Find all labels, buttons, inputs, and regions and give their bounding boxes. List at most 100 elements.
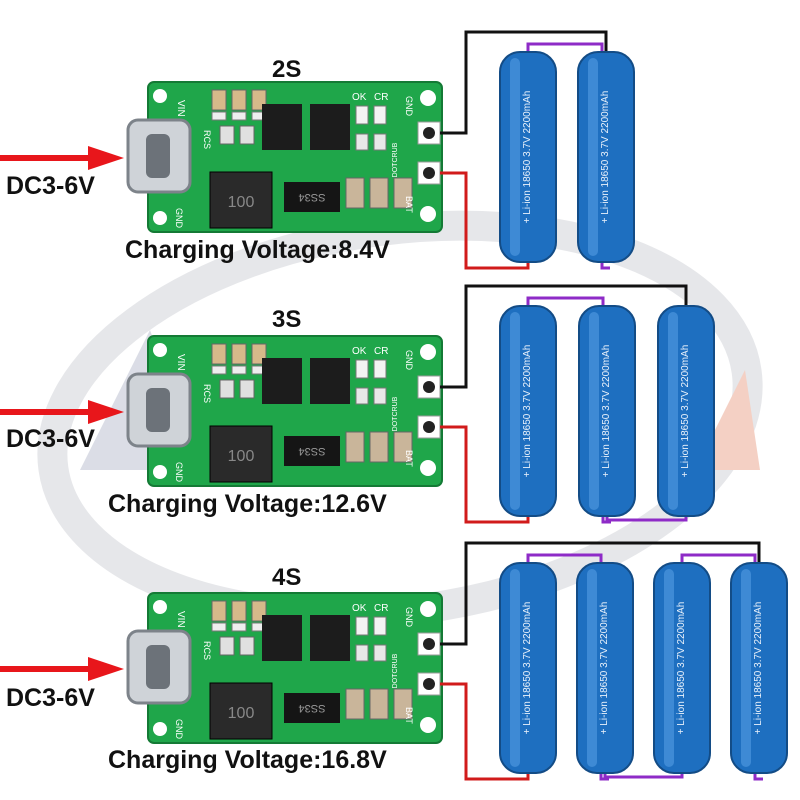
input-arrow-head <box>88 400 124 424</box>
silk-ok: OK <box>352 603 367 614</box>
charging-voltage-label-4s: Charging Voltage:16.8V <box>108 746 387 774</box>
battery-highlight <box>588 58 598 256</box>
mount-hole <box>153 722 167 736</box>
silk-bat: BAT <box>404 450 414 467</box>
silk-code: DOTCRUB <box>392 142 399 177</box>
resistor <box>239 125 255 145</box>
battery-highlight <box>664 569 674 767</box>
usb-c-slot <box>146 388 170 432</box>
battery-label: + Li-ion 18650 3.7V 2200mAh <box>599 602 610 735</box>
battery-label: + Li-ion 18650 3.7V 2200mAh <box>522 602 533 735</box>
wire-positive <box>440 682 530 781</box>
mosfet-chip <box>262 615 302 661</box>
mount-hole <box>420 717 436 733</box>
battery-highlight <box>510 312 520 510</box>
silk-code: DOTCRUB <box>392 653 399 688</box>
battery-cell: + Li-ion 18650 3.7V 2200mAh <box>499 305 557 517</box>
silk-bat: BAT <box>404 707 414 724</box>
led-cr <box>373 359 387 379</box>
battery-highlight <box>741 569 751 767</box>
battery-cell: + Li-ion 18650 3.7V 2200mAh <box>657 305 715 517</box>
resistor <box>239 636 255 656</box>
battery-cell: + Li-ion 18650 3.7V 2200mAh <box>578 305 636 517</box>
battery-highlight <box>668 312 678 510</box>
silk-gnd-in: GND <box>174 719 184 740</box>
capacitor <box>393 688 413 720</box>
controller-chip <box>310 615 350 661</box>
battery-highlight <box>510 569 520 767</box>
pad-hole <box>423 638 435 650</box>
led-ok <box>355 359 369 379</box>
battery-label: + Li-ion 18650 3.7V 2200mAh <box>522 345 533 478</box>
pad-hole <box>423 381 435 393</box>
resistor <box>231 365 247 375</box>
silk-gnd-in: GND <box>174 462 184 483</box>
config-title-2s: 2S <box>272 56 302 83</box>
mount-hole <box>420 460 436 476</box>
led-ok <box>355 616 369 636</box>
config-title-3s: 3S <box>272 306 302 333</box>
diode-marking: SS34 <box>299 445 326 457</box>
capacitor <box>231 343 247 365</box>
silk-rcs: RCS <box>202 130 212 149</box>
mount-hole <box>153 343 167 357</box>
wire-negative <box>440 30 608 135</box>
silk-gnd-in: GND <box>174 208 184 229</box>
capacitor <box>369 431 389 463</box>
inductor-marking: 100 <box>228 705 255 722</box>
inductor <box>209 682 273 740</box>
battery-cell: + Li-ion 18650 3.7V 2200mAh <box>577 51 635 263</box>
pad-hole <box>423 421 435 433</box>
inductor-marking: 100 <box>228 448 255 465</box>
silk-vin: VIN <box>175 354 186 371</box>
capacitor <box>369 688 389 720</box>
usb-c-slot <box>146 645 170 689</box>
battery-cell: + Li-ion 18650 3.7V 2200mAh <box>499 562 557 774</box>
capacitor <box>231 89 247 111</box>
silk-vin: VIN <box>175 100 186 117</box>
silk-bat: BAT <box>404 196 414 213</box>
resistor <box>211 622 227 632</box>
silk-gnd-out: GND <box>404 350 414 371</box>
led-cr <box>373 105 387 125</box>
usb-c-slot <box>146 134 170 178</box>
capacitor <box>211 89 227 111</box>
inductor-marking: 100 <box>228 194 255 211</box>
mount-hole <box>420 601 436 617</box>
resistor <box>373 644 387 662</box>
controller-chip <box>310 358 350 404</box>
silk-vin: VIN <box>175 611 186 628</box>
silk-gnd-out: GND <box>404 607 414 628</box>
silk-rcs: RCS <box>202 384 212 403</box>
battery-highlight <box>587 569 597 767</box>
battery-label: + Li-ion 18650 3.7V 2200mAh <box>676 602 687 735</box>
silk-code: DOTCRUB <box>392 396 399 431</box>
wire-positive <box>440 171 530 270</box>
battery-label: + Li-ion 18650 3.7V 2200mAh <box>680 345 691 478</box>
resistor <box>219 379 235 399</box>
mosfet-chip <box>262 358 302 404</box>
silk-cr: CR <box>374 346 388 357</box>
inductor <box>209 171 273 229</box>
capacitor <box>345 177 365 209</box>
battery-label: + Li-ion 18650 3.7V 2200mAh <box>601 345 612 478</box>
battery-highlight <box>510 58 520 256</box>
battery-cell: + Li-ion 18650 3.7V 2200mAh <box>499 51 557 263</box>
battery-label: + Li-ion 18650 3.7V 2200mAh <box>753 602 764 735</box>
resistor <box>231 111 247 121</box>
led-ok <box>355 105 369 125</box>
input-voltage-label-3s: DC3-6V <box>6 425 95 453</box>
battery-cell: + Li-ion 18650 3.7V 2200mAh <box>653 562 711 774</box>
input-arrow-head <box>88 146 124 170</box>
silk-gnd-out: GND <box>404 96 414 117</box>
wire-positive <box>440 425 530 524</box>
capacitor <box>369 177 389 209</box>
battery-label: + Li-ion 18650 3.7V 2200mAh <box>600 91 611 224</box>
capacitor <box>345 431 365 463</box>
pad-hole <box>423 127 435 139</box>
mount-hole <box>153 600 167 614</box>
